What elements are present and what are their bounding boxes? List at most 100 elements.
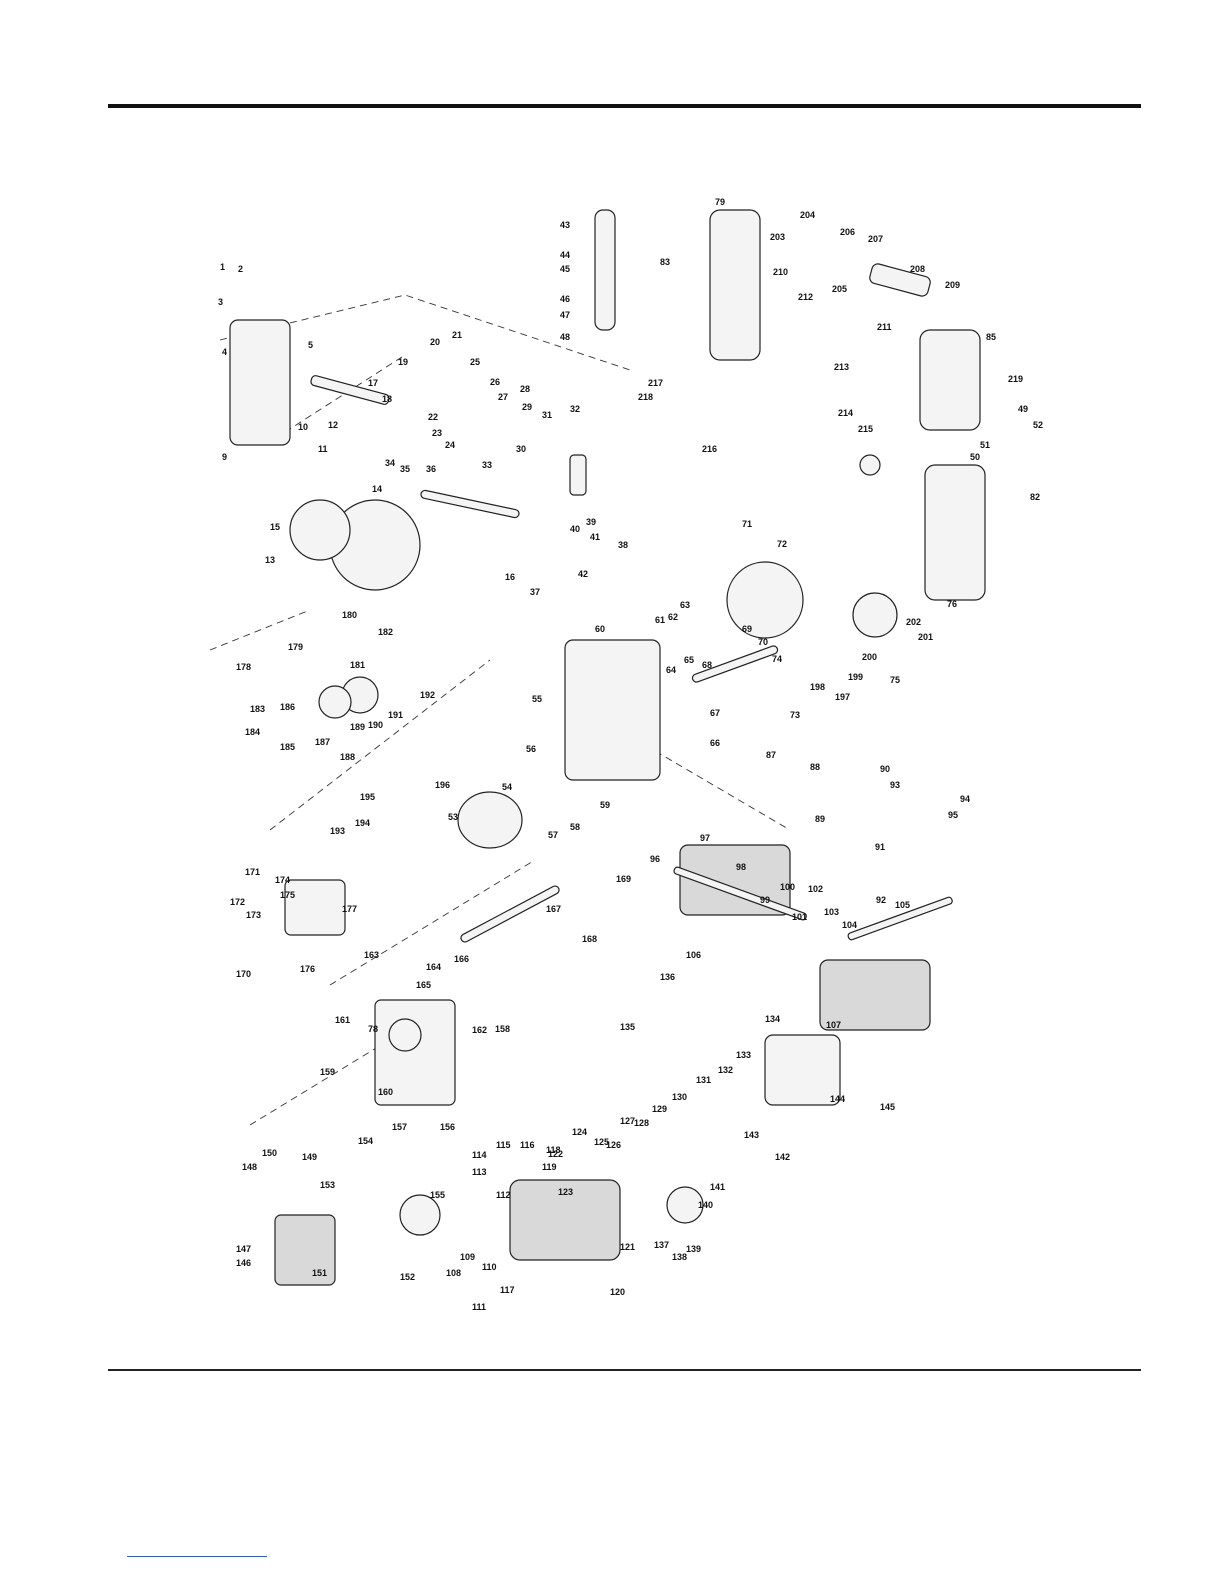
large-spur-gear [726,561,804,639]
callout-49: 49 [1018,404,1028,414]
callout-21: 21 [452,330,462,340]
callout-74: 74 [772,654,782,664]
callout-44: 44 [560,250,570,260]
callout-2: 2 [238,264,243,274]
callout-195: 195 [360,792,375,802]
callout-182: 182 [378,627,393,637]
callout-151: 151 [312,1268,327,1278]
callout-163: 163 [364,950,379,960]
splined-sleeve [869,263,931,297]
callout-72: 72 [777,539,787,549]
footer-rule [108,1369,1141,1371]
callout-20: 20 [430,337,440,347]
callout-107: 107 [826,1020,841,1030]
callout-76: 76 [947,599,957,609]
callout-156: 156 [440,1122,455,1132]
callout-122: 122 [548,1149,563,1159]
callout-106: 106 [686,950,701,960]
callout-64: 64 [666,665,676,675]
callout-98: 98 [736,862,746,872]
callout-110: 110 [482,1262,497,1272]
callout-204: 204 [800,210,815,220]
callout-174: 174 [275,875,290,885]
swash-plate [399,1194,441,1236]
callout-53: 53 [448,812,458,822]
callout-92: 92 [876,895,886,905]
callout-197: 197 [835,692,850,702]
callout-34: 34 [385,458,395,468]
callout-43: 43 [560,220,570,230]
callout-146: 146 [236,1258,251,1268]
callout-111: 111 [472,1302,486,1310]
callout-16: 16 [505,572,515,582]
callout-37: 37 [530,587,540,597]
callout-70: 70 [758,637,768,647]
callout-136: 136 [660,972,675,982]
dipstick-tube [594,209,616,331]
callout-91: 91 [875,842,885,852]
upper-bearing [859,454,881,476]
right-side-cover [924,464,986,601]
input-shaft [310,375,390,405]
callout-140: 140 [698,1200,713,1210]
callout-54: 54 [502,782,512,792]
callout-155: 155 [430,1190,445,1200]
callout-62: 62 [668,612,678,622]
callout-147: 147 [236,1244,251,1254]
callout-51: 51 [980,440,990,450]
callout-183: 183 [250,704,265,714]
callout-114: 114 [472,1150,487,1160]
callout-166: 166 [454,954,469,964]
callout-164: 164 [426,962,441,972]
callout-109: 109 [460,1252,475,1262]
callout-154: 154 [358,1136,373,1146]
callout-127: 127 [620,1116,635,1126]
clutch-drum [318,685,352,719]
callout-60: 60 [595,624,605,634]
callout-40: 40 [570,524,580,534]
callout-134: 134 [765,1014,780,1024]
callout-179: 179 [288,642,303,652]
callout-171: 171 [245,867,260,877]
callout-189: 189 [350,722,365,732]
callout-150: 150 [262,1148,277,1158]
countershaft [691,645,779,683]
callout-19: 19 [398,357,408,367]
callout-15: 15 [270,522,280,532]
callout-168: 168 [582,934,597,944]
callout-185: 185 [280,742,295,752]
callout-149: 149 [302,1152,317,1162]
upper-right-cover [919,329,981,431]
callout-128: 128 [634,1118,649,1128]
callout-31: 31 [542,410,552,420]
motor-housing [274,1214,336,1286]
lower-axle-housing [819,959,931,1031]
callout-157: 157 [392,1122,407,1132]
callout-73: 73 [790,710,800,720]
callout-90: 90 [880,764,890,774]
callout-165: 165 [416,980,431,990]
shift-rail [420,489,520,519]
callout-193: 193 [330,826,345,836]
callout-175: 175 [280,890,295,900]
callout-47: 47 [560,310,570,320]
callout-212: 212 [798,292,813,302]
callout-103: 103 [824,907,839,917]
callout-143: 143 [744,1130,759,1140]
callout-24: 24 [445,440,455,450]
callout-200: 200 [862,652,877,662]
callout-30: 30 [516,444,526,454]
callout-120: 120 [610,1287,625,1297]
callout-219: 219 [1008,374,1023,384]
footer-link-underline [127,1556,267,1557]
callout-88: 88 [810,762,820,772]
callout-142: 142 [775,1152,790,1162]
callout-1: 1 [220,262,225,272]
callout-119: 119 [542,1162,557,1172]
callout-79: 79 [715,197,725,207]
left-axle-shaft [673,866,807,921]
callout-78: 78 [368,1024,378,1034]
callout-27: 27 [498,392,508,402]
callout-95: 95 [948,810,958,820]
